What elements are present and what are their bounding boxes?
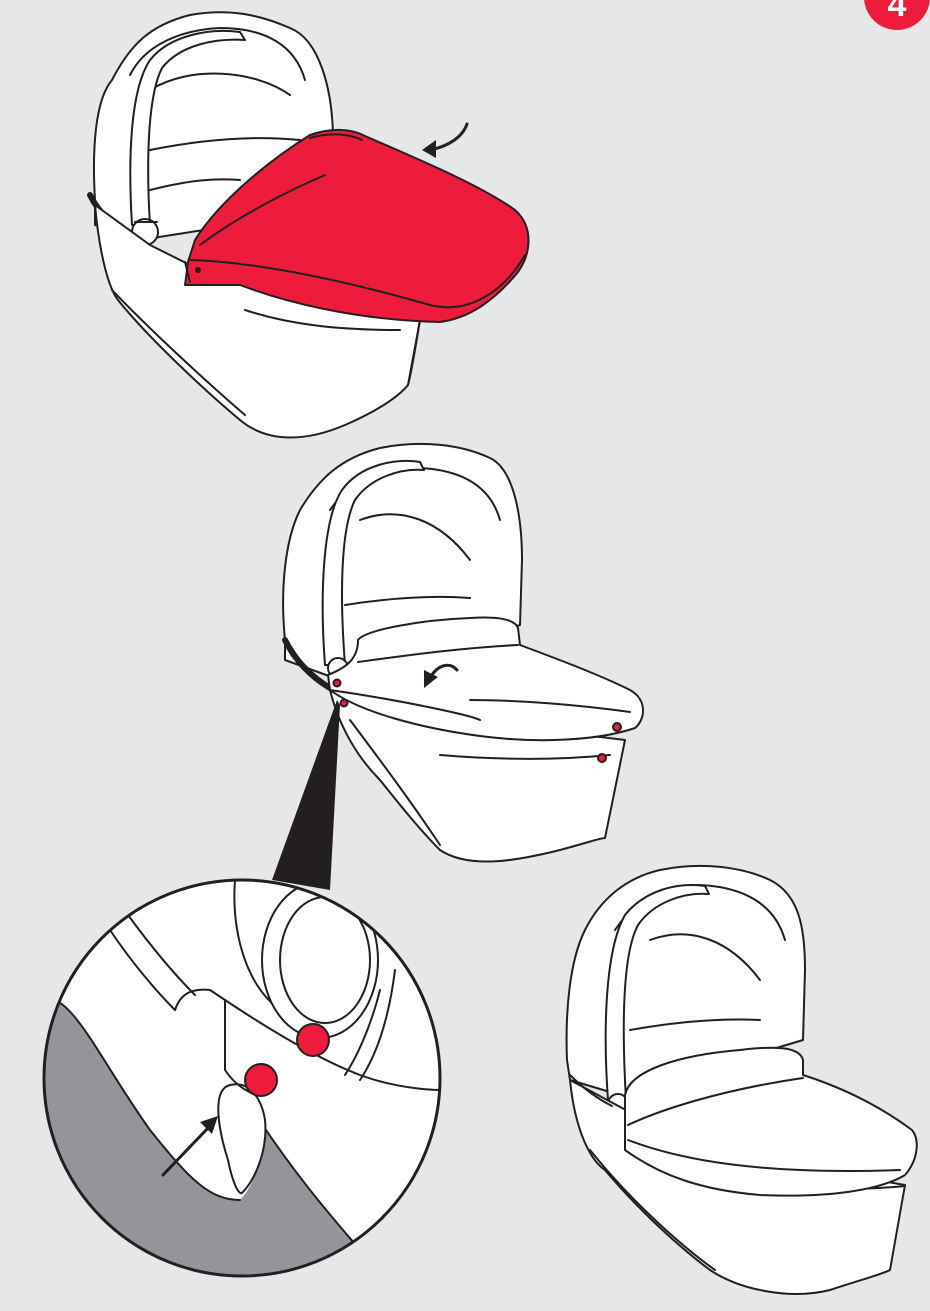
magnifier-red-dot xyxy=(297,1024,329,1056)
magnifier-red-dot xyxy=(245,1064,277,1096)
carrycot-2-red-dot xyxy=(334,680,341,687)
carrycot-2-red-dot xyxy=(341,700,348,707)
step-number: 4 xyxy=(864,0,930,22)
step-badge: 4 xyxy=(864,0,930,30)
carrycot-2-red-dot xyxy=(613,723,621,731)
carrycot-2-red-dot xyxy=(598,754,606,762)
